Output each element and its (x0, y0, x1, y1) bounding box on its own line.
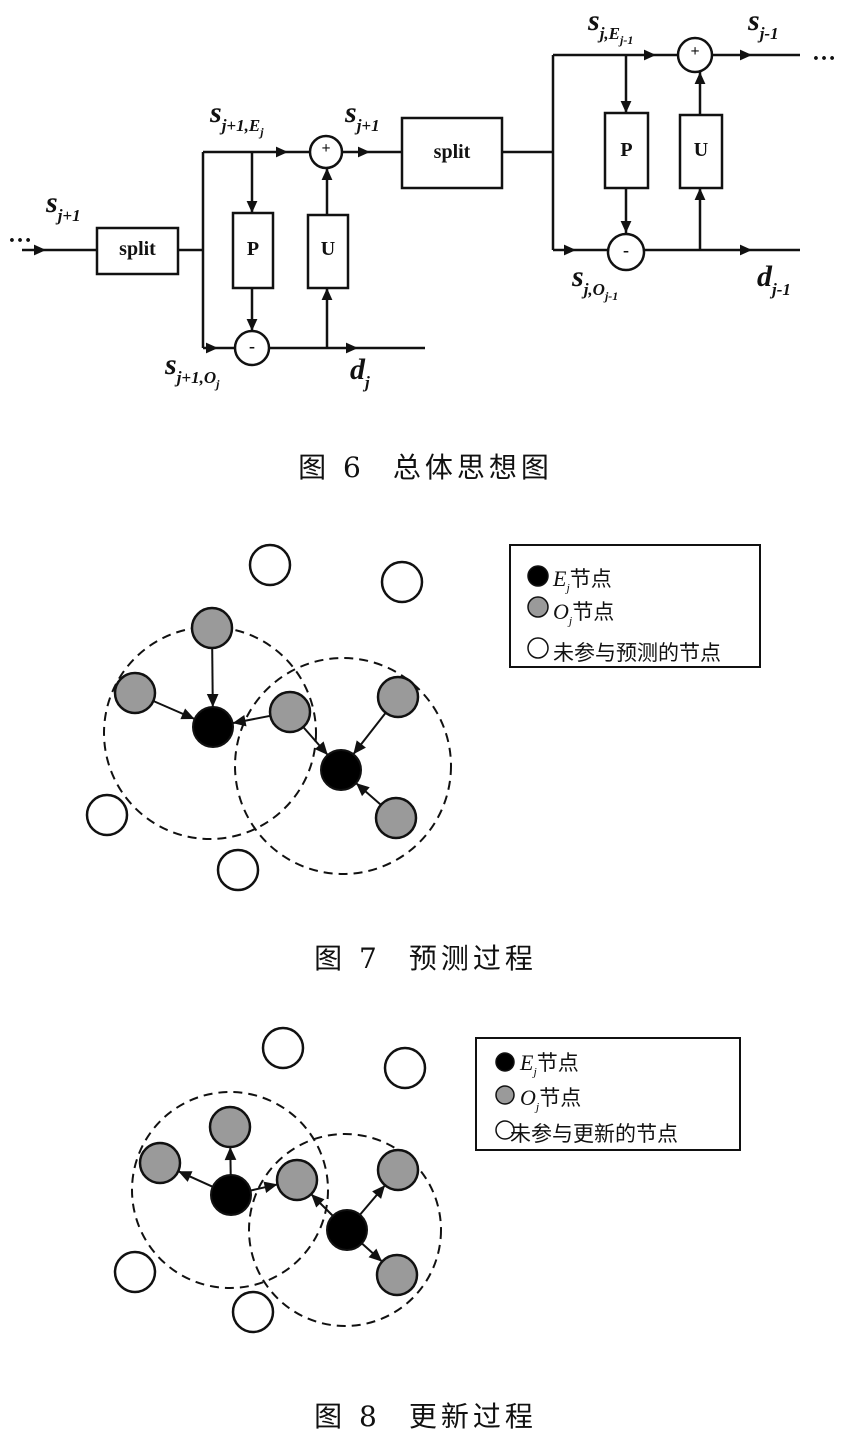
unused-node (248, 543, 292, 587)
odd-node (376, 1148, 420, 1192)
arrowhead-icon (276, 146, 288, 158)
arrowhead-icon (263, 1181, 278, 1194)
arrowhead-icon (206, 693, 219, 708)
arrowhead-icon (321, 168, 333, 180)
arrowhead-icon (34, 244, 46, 256)
arrowhead-icon (620, 221, 632, 233)
figure-6-lifting-scheme (22, 36, 800, 367)
predict-label-2: P (620, 139, 633, 161)
arrowhead-icon (314, 741, 328, 755)
label-odd-2: sj,Oj-1 (572, 260, 619, 303)
split-label-1: split (119, 238, 156, 260)
label-detail-2: dj-1 (757, 260, 791, 299)
unused-node (85, 793, 129, 837)
arrowhead-icon (178, 1171, 193, 1182)
figure-7-prediction (85, 543, 761, 892)
arrowhead-icon (224, 1146, 237, 1161)
label-input-signal: sj+1 (46, 186, 81, 225)
update-label-1: U (320, 238, 336, 260)
even-node (326, 1209, 368, 1251)
odd-node (268, 690, 312, 734)
even-node (320, 749, 362, 791)
neighborhood-circle (248, 1133, 442, 1327)
plus-sign-1: + (321, 140, 331, 157)
arrowhead-icon (740, 244, 752, 256)
arrowhead-icon (311, 1194, 325, 1208)
arrowhead-icon (368, 1248, 383, 1262)
unused-node (261, 1026, 305, 1070)
legend8-other: 未参与更新的节点 (510, 1122, 678, 1146)
arrowhead-icon (564, 244, 576, 256)
arrowhead-icon (180, 708, 195, 720)
neighborhood-circle (131, 1091, 329, 1289)
odd-node (275, 1158, 319, 1202)
legend-box (509, 544, 761, 668)
ellipsis-left: … (8, 222, 32, 248)
label-even-1: sj+1,Ej (210, 96, 264, 139)
unused-node (231, 1290, 275, 1334)
unused-node (113, 1250, 157, 1294)
predict-label-1: P (246, 238, 260, 260)
neighborhood-circle (234, 657, 452, 875)
arrowhead-icon (694, 72, 706, 84)
odd-node (190, 606, 234, 650)
arrowhead-icon (372, 1185, 386, 1199)
unused-node (380, 560, 424, 604)
odd-node (374, 796, 418, 840)
even-node (192, 706, 234, 748)
legend-other-icon (527, 637, 549, 659)
legend-odd-icon (527, 596, 549, 618)
split-label-2: split (433, 141, 471, 163)
legend7-other: 未参与预测的节点 (553, 641, 721, 665)
odd-node (208, 1105, 252, 1149)
minus-junction-2 (606, 232, 646, 272)
legend-other-icon (495, 1120, 515, 1140)
update-label-2: U (693, 139, 709, 161)
arrowhead-icon (321, 288, 333, 300)
arrowhead-icon (246, 319, 258, 331)
figure-8-update (113, 1026, 741, 1334)
legend8-odd: Oj节点 (520, 1085, 582, 1114)
arrowhead-icon (232, 714, 247, 727)
arrowhead-icon (694, 188, 706, 200)
unused-node (216, 848, 260, 892)
label-odd-1: sj+1,Oj (165, 348, 220, 391)
arrowhead-icon (246, 201, 258, 213)
label-output-1: sj+1 (345, 96, 380, 135)
arrowhead-icon (346, 342, 358, 354)
arrowhead-icon (644, 49, 656, 61)
ellipsis-right: … (812, 40, 836, 66)
arrowhead-icon (206, 342, 218, 354)
legend7-even: Ej节点 (553, 566, 612, 595)
legend-odd-icon (495, 1085, 515, 1105)
minus-sign-2: - (623, 240, 629, 260)
legend7-odd: Oj节点 (553, 599, 615, 628)
unused-node (383, 1046, 427, 1090)
minus-sign-1: - (249, 336, 255, 356)
legend-even-icon (495, 1052, 515, 1072)
legend-box (475, 1037, 741, 1151)
legend-even-icon (527, 565, 549, 587)
plus-sign-2: + (690, 43, 700, 60)
odd-node (376, 675, 420, 719)
legend8-even: Ej节点 (520, 1050, 579, 1079)
odd-node (375, 1253, 419, 1297)
even-node (210, 1174, 252, 1216)
label-even-2: sj,Ej-1 (588, 4, 634, 47)
arrowhead-icon (356, 783, 370, 797)
arrowhead-icon (358, 146, 370, 158)
arrowhead-icon (740, 49, 752, 61)
arrowhead-icon (620, 101, 632, 113)
arrowhead-icon (353, 740, 366, 755)
odd-node (138, 1141, 182, 1185)
label-output-2: sj-1 (748, 4, 779, 43)
label-detail-1: dj (350, 353, 370, 392)
odd-node (113, 671, 157, 715)
